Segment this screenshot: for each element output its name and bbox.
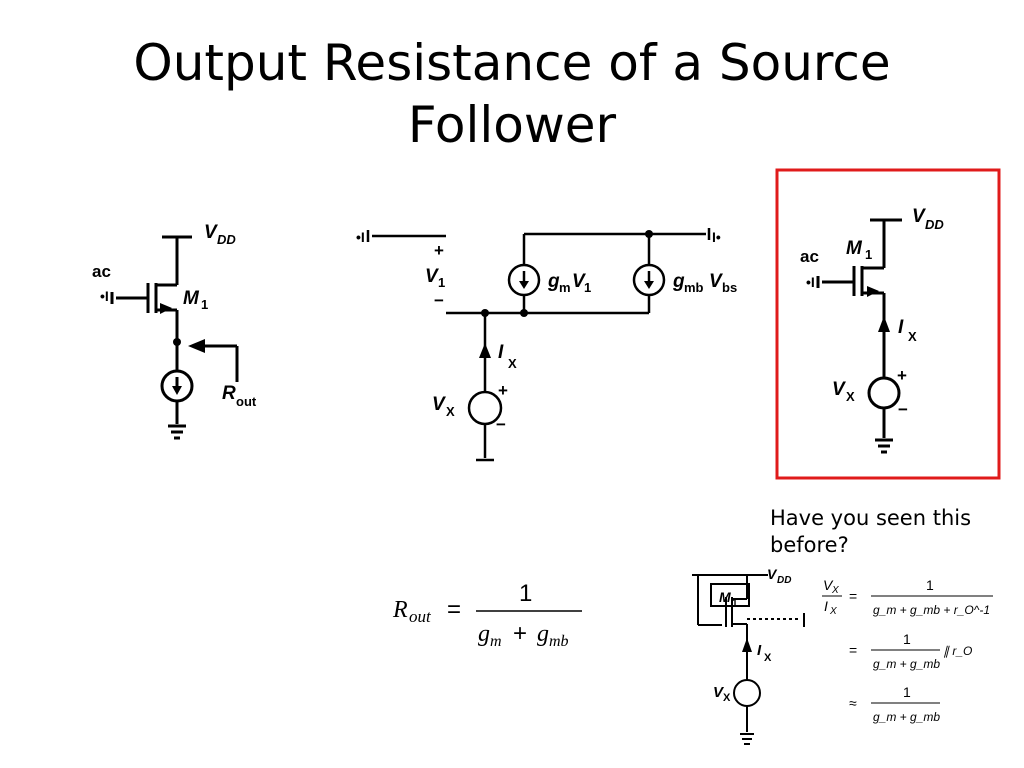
boxed-vdd-label: V xyxy=(912,206,926,227)
boxed-m1-label: M xyxy=(846,238,863,259)
deriv-one-1: 1 xyxy=(926,577,934,593)
gmb-v-sub: bs xyxy=(722,280,737,295)
formula-lhs: R xyxy=(392,597,408,623)
small-vdd-label: V xyxy=(767,566,778,582)
deriv-eq-1: = xyxy=(849,588,857,604)
deriv-approx: ≈ xyxy=(849,695,857,711)
gmb-sub: mb xyxy=(684,280,704,295)
gm-sub: m xyxy=(559,280,571,295)
gmb-label: g xyxy=(672,271,685,292)
boxed-ac-mark: •I xyxy=(806,274,815,290)
deriv-den-3: g_m + g_mb xyxy=(873,710,940,724)
formula-lhs-sub: out xyxy=(409,607,432,626)
formula-den-m: m xyxy=(490,633,502,650)
formula-num: 1 xyxy=(519,580,532,607)
deriv-den-1: g_m + g_mb + r_O^-1 xyxy=(873,603,990,617)
deriv-lhs-num: V xyxy=(823,577,834,593)
note-line-1: Have you seen this xyxy=(770,506,972,530)
rout-label: R xyxy=(222,383,236,404)
deriv-one-2: 1 xyxy=(903,631,911,647)
deriv-lhs-den: I xyxy=(824,598,828,614)
ss-ground-mark-right: I• xyxy=(712,229,721,245)
ac-label: ac xyxy=(92,262,111,281)
boxed-m1-sub: 1 xyxy=(865,247,872,262)
formula-eq: = xyxy=(447,596,461,623)
vx-label: V xyxy=(432,394,446,415)
boxed-vx-sub: X xyxy=(846,389,855,404)
gmb-v-label: V xyxy=(709,271,723,292)
vx-sub: X xyxy=(446,404,455,419)
boxed-vx-label: V xyxy=(832,379,846,400)
deriv-one-3: 1 xyxy=(903,684,911,700)
formula-den-g2: g xyxy=(537,621,549,647)
boxed-vx-minus: − xyxy=(898,400,908,419)
v1-label: V xyxy=(425,266,439,287)
small-m1-label: M xyxy=(719,589,731,605)
side-note: Have you seen this before? xyxy=(770,505,1020,559)
title-line-2: Follower xyxy=(407,96,617,154)
rout-sub: out xyxy=(236,394,257,409)
gm-v-sub: 1 xyxy=(584,280,591,295)
formula-den-plus: + xyxy=(513,620,527,647)
small-vx-sub: X xyxy=(723,692,731,704)
note-line-2: before? xyxy=(770,533,849,557)
deriv-eq-2: = xyxy=(849,642,857,658)
small-vx-label: V xyxy=(713,684,725,701)
boxed-ix-sub: X xyxy=(908,329,917,344)
v1-minus: − xyxy=(434,291,444,310)
m1-label: M xyxy=(183,288,200,309)
ss-ground-mark: •I xyxy=(356,229,365,245)
slide-title: Output Resistance of a Source Follower xyxy=(0,32,1024,156)
boxed-vx-plus: + xyxy=(897,366,907,385)
deriv-lhs-den-sub: X xyxy=(829,606,837,617)
vx-minus: − xyxy=(496,415,506,434)
ac-source-mark: •I xyxy=(100,288,109,304)
title-line-1: Output Resistance of a Source xyxy=(133,34,891,92)
ix-sub: X xyxy=(508,356,517,371)
vx-plus: + xyxy=(498,381,508,400)
vdd-label: V xyxy=(204,222,218,243)
m1-sub: 1 xyxy=(201,297,208,312)
ix-label: I xyxy=(498,342,504,363)
small-ix-sub: X xyxy=(764,652,772,664)
vdd-sub: DD xyxy=(217,232,236,247)
formula-den-g1: g xyxy=(478,621,490,647)
v1-sub: 1 xyxy=(438,275,445,290)
v1-plus: + xyxy=(434,241,444,260)
gm-v-label: V xyxy=(572,271,586,292)
small-vdd-sub: DD xyxy=(777,575,791,586)
gm-label: g xyxy=(547,271,560,292)
boxed-vdd-sub: DD xyxy=(925,217,944,232)
boxed-ac-label: ac xyxy=(800,247,819,266)
deriv-tail-2: ∥ r_O xyxy=(943,644,972,658)
small-ix-label: I xyxy=(757,642,762,659)
highlight-box xyxy=(775,168,1001,480)
small-m1-sub: 1 xyxy=(732,598,738,609)
boxed-ix-label: I xyxy=(898,317,904,338)
deriv-lhs-num-sub: X xyxy=(831,585,839,596)
deriv-den-2: g_m + g_mb xyxy=(873,657,940,671)
formula-den-mb: mb xyxy=(549,633,569,650)
